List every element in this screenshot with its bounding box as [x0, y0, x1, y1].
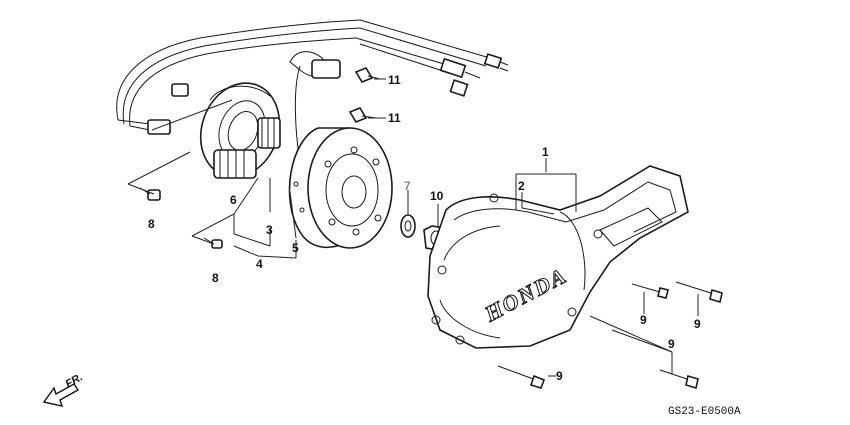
wire-harness: [116, 19, 491, 131]
crankcase-cover: HONDA: [427, 165, 689, 349]
callout-6: 6: [230, 193, 237, 207]
screw-8-lower: [203, 237, 223, 249]
spark-plug-cap: [289, 51, 341, 161]
bolt-9-b: [675, 281, 723, 304]
callout-9-c: 9: [668, 337, 675, 351]
callout-labels: 1 2 3 4 5 6 7 8 8 9 9 9 9 10 11 11: [148, 73, 701, 383]
front-direction-indicator: FR.: [42, 371, 85, 407]
callout-8-upper: 8: [148, 217, 155, 231]
callout-5: 5: [292, 241, 299, 255]
callout-9-a: 9: [640, 313, 647, 327]
leader-lines: [127, 78, 699, 377]
bolt-11-upper: [354, 67, 381, 83]
callout-3: 3: [266, 223, 273, 237]
stator-coil: [213, 117, 281, 179]
washer: [400, 214, 416, 238]
callout-10: 10: [430, 189, 444, 203]
wire-terminal: [147, 83, 189, 135]
bolt-9-c: [659, 369, 699, 390]
diagram-code: GS23-E0500A: [668, 406, 741, 418]
callout-1: 1: [542, 145, 549, 159]
callout-9-b: 9: [694, 317, 701, 331]
front-arrow-icon: [42, 383, 80, 407]
callout-8-lower: 8: [212, 271, 219, 285]
front-label: FR.: [64, 371, 85, 390]
callout-4: 4: [256, 257, 263, 271]
callout-11-lower: 11: [388, 111, 401, 125]
callout-11-upper: 11: [388, 73, 401, 87]
callout-9-d: 9: [556, 369, 563, 383]
callout-7: 7: [404, 179, 411, 193]
bolt-9-a: [631, 283, 669, 299]
callout-2: 2: [518, 179, 525, 193]
bolt-11-lower: [348, 107, 377, 123]
bolt-9-d: [497, 365, 546, 389]
wire-connector: [439, 53, 509, 97]
flywheel: [288, 127, 393, 249]
